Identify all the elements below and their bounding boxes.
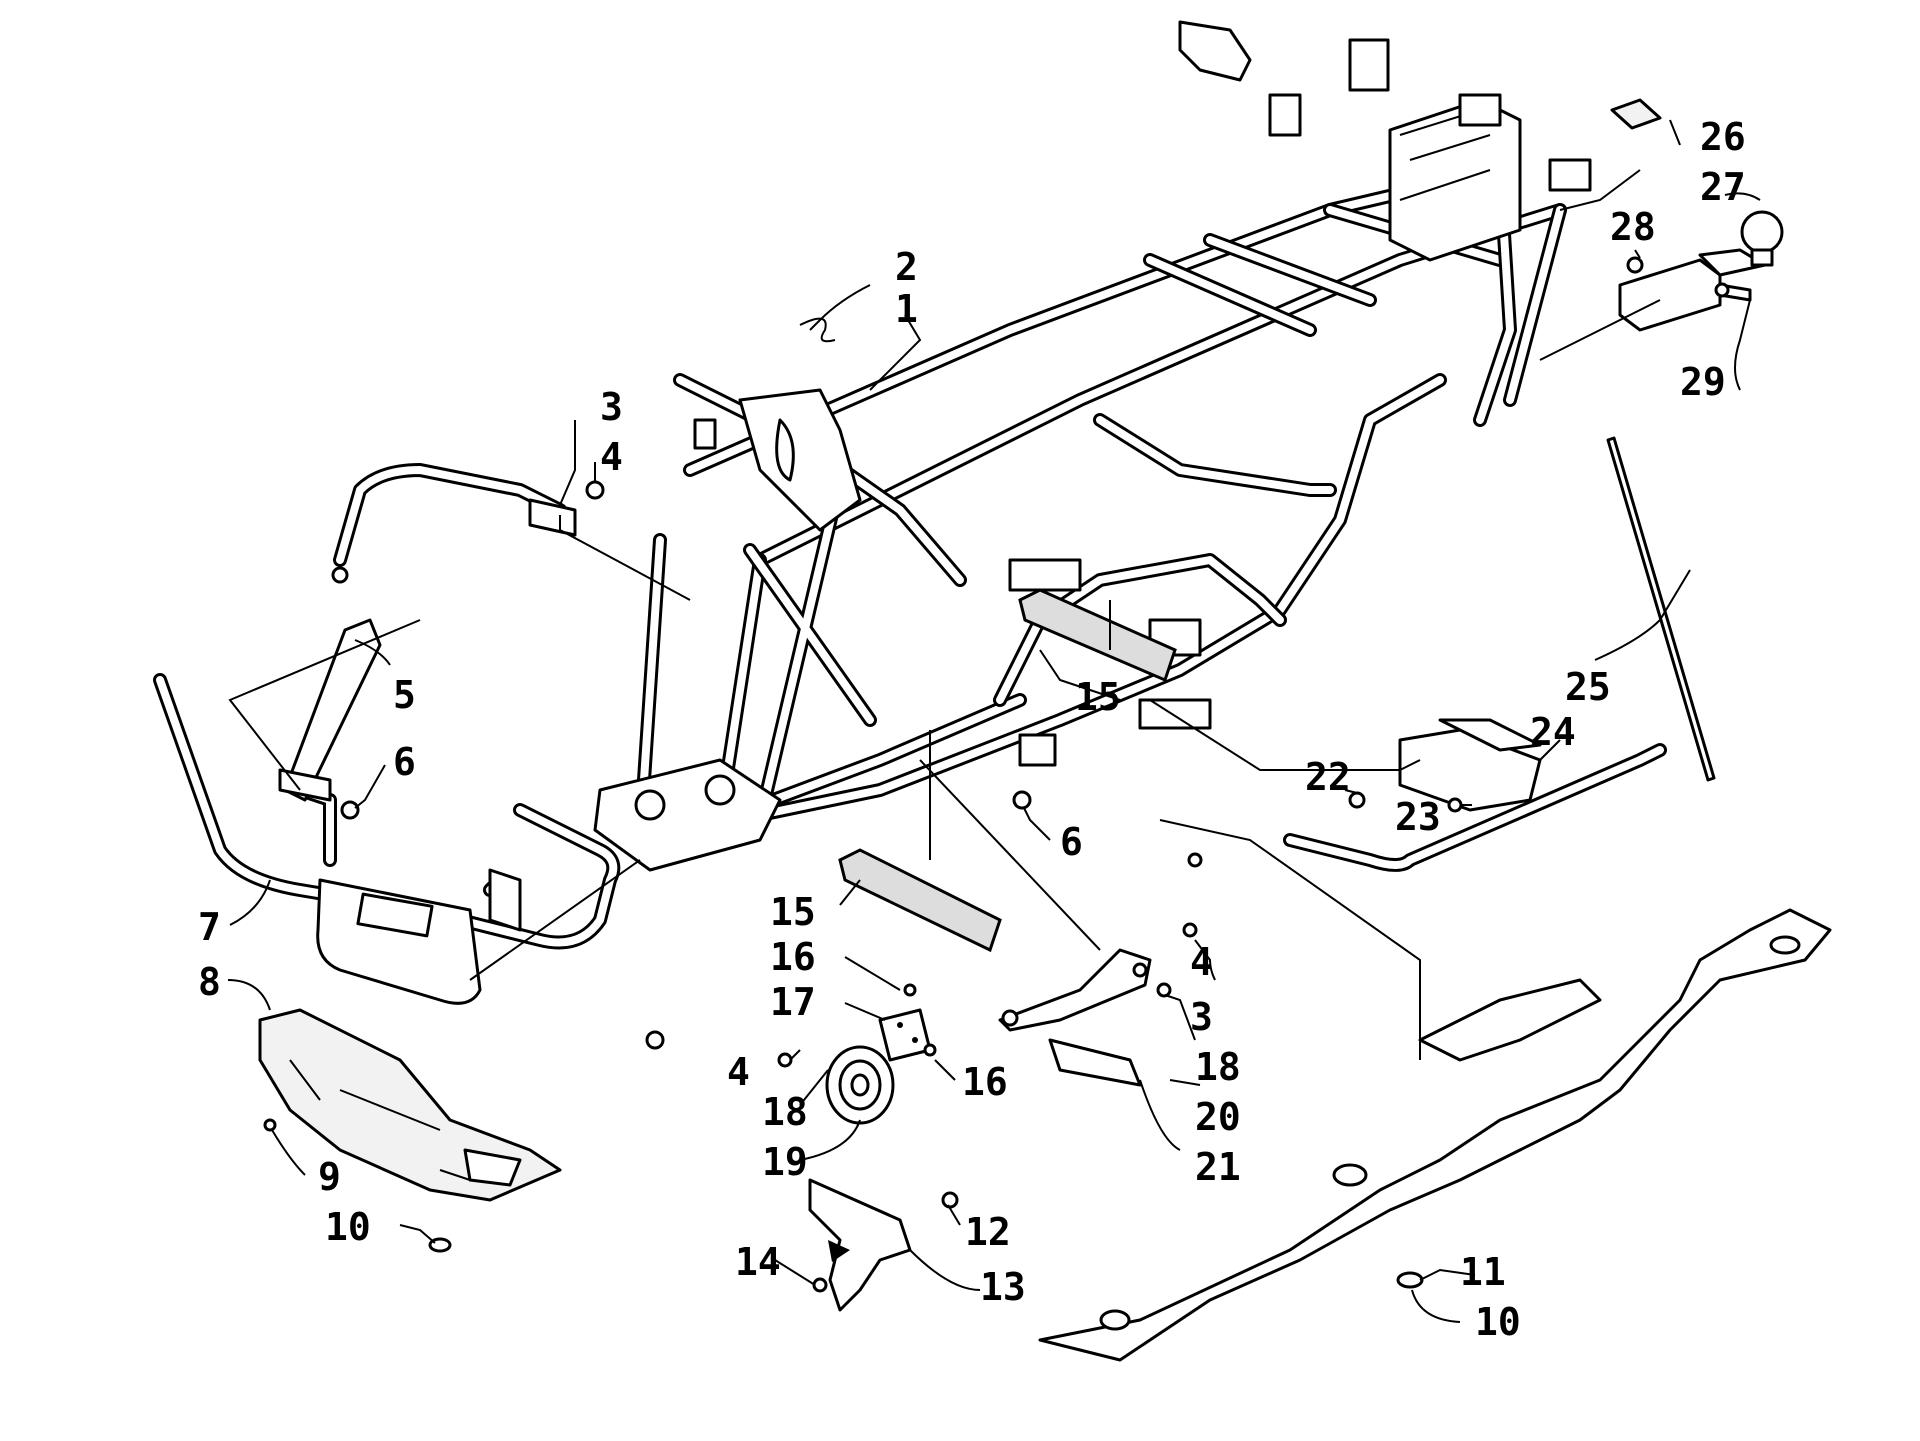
callout-25: 25	[1565, 665, 1611, 709]
foam-pad-lower	[838, 848, 1002, 953]
callout-1: 1	[895, 287, 918, 331]
side-mount-bracket	[278, 618, 382, 802]
upper-mount-bracket	[331, 463, 577, 584]
callout-21: 21	[1195, 1145, 1241, 1189]
callout-10: 10	[325, 1205, 371, 1249]
callout-16: 16	[962, 1060, 1008, 1104]
main-frame	[593, 38, 1592, 872]
callout-7: 7	[198, 905, 221, 949]
callout-2: 2	[895, 245, 918, 289]
hitch-plate	[1610, 98, 1662, 130]
horn-bracket	[878, 1008, 932, 1062]
callout-6: 6	[1060, 820, 1083, 864]
callout-14: 14	[735, 1240, 781, 1284]
callout-4: 4	[1190, 940, 1213, 984]
callout-26: 26	[1700, 115, 1746, 159]
foam-pad-upper	[1018, 588, 1177, 683]
callout-11: 11	[1460, 1250, 1506, 1294]
callout-9: 9	[318, 1155, 341, 1199]
leader-lines	[227, 119, 1761, 1323]
main-skid-plate	[1038, 908, 1832, 1362]
footrest-tube	[1283, 718, 1667, 872]
callout-13: 13	[980, 1265, 1026, 1309]
callout-18: 18	[1195, 1045, 1241, 1089]
front-skid-plate	[258, 1008, 562, 1202]
foot-bracket	[998, 948, 1152, 1032]
callout-3: 3	[1190, 995, 1213, 1039]
rod	[1606, 436, 1716, 782]
callout-24: 24	[1530, 710, 1576, 754]
callout-27: 27	[1700, 165, 1746, 209]
callout-23: 23	[1395, 795, 1441, 839]
front-bumper	[153, 673, 621, 1005]
callout-10: 10	[1475, 1300, 1521, 1344]
callout-3: 3	[600, 385, 623, 429]
callout-labels: 1 2 3 4 5 6 6 7 8 9 10 11 10 12 13 14 15…	[198, 115, 1746, 1344]
callout-12: 12	[965, 1210, 1011, 1254]
frame-strap	[799, 20, 1252, 343]
callout-8: 8	[198, 960, 221, 1004]
callout-4: 4	[727, 1050, 750, 1094]
callout-19: 19	[762, 1140, 808, 1184]
callout-15: 15	[1075, 675, 1121, 719]
fasteners	[263, 480, 1463, 1293]
callout-28: 28	[1610, 205, 1656, 249]
callout-18: 18	[762, 1090, 808, 1134]
callout-17: 17	[770, 980, 816, 1024]
callout-22: 22	[1305, 755, 1351, 799]
hitch-receiver	[1618, 210, 1784, 332]
callout-6: 6	[393, 740, 416, 784]
callout-15: 15	[770, 890, 816, 934]
callout-20: 20	[1195, 1095, 1241, 1139]
bracket-13	[808, 1178, 912, 1312]
callout-29: 29	[1680, 360, 1726, 404]
callout-4: 4	[600, 435, 623, 479]
callout-5: 5	[393, 673, 416, 717]
lower-foot-bracket	[1048, 1038, 1142, 1087]
horn	[825, 1045, 895, 1125]
callout-16: 16	[770, 935, 816, 979]
